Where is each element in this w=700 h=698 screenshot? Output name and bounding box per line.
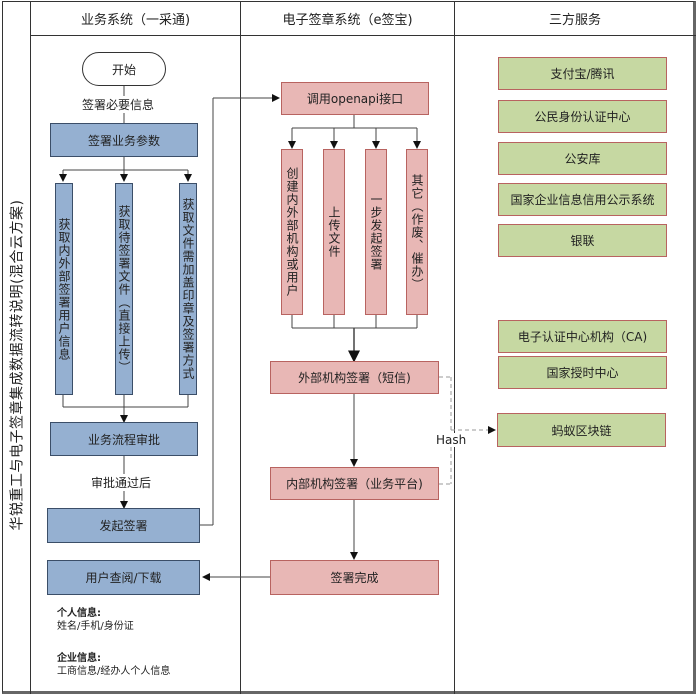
start-label: 签署必要信息 (82, 96, 155, 113)
lane-divider-2 (454, 1, 455, 694)
other-actions-box: 其它（作废、催办） (406, 149, 428, 315)
internal-sign-box: 内部机构签署（业务平台) (270, 467, 439, 500)
personal-info-note: 个人信息: 姓名/手机/身份证 (57, 607, 134, 633)
start-node: 开始 (82, 52, 166, 86)
openapi-box: 调用openapi接口 (281, 82, 429, 115)
service-time-center: 国家授时中心 (498, 356, 667, 389)
lane-header-business: 业务系统（一采通) (80, 13, 191, 28)
title-divider (30, 1, 31, 694)
personal-info-title: 个人信息: (57, 608, 101, 619)
fetch-user-info-box: 获取内外部签署用户信息 (55, 183, 73, 395)
service-ca: 电子认证中心机构（CA) (498, 320, 667, 353)
enterprise-info-title: 企业信息: (57, 653, 101, 664)
enterprise-info-text: 工商信息/经办人个人信息 (57, 666, 171, 677)
service-unionpay: 银联 (498, 224, 667, 257)
service-ant-blockchain: 蚂蚁区块链 (497, 413, 666, 447)
fetch-document-box: 获取待签署文件（直接上传） (115, 183, 133, 395)
hash-label: Hash (436, 433, 467, 447)
approval-label: 审批通过后 (91, 474, 152, 491)
personal-info-text: 姓名/手机/身份证 (57, 621, 134, 632)
approval-box: 业务流程审批 (50, 422, 198, 456)
signing-params-box: 签署业务参数 (50, 123, 198, 157)
lane-divider-1 (240, 1, 241, 694)
lane-header-third-party: 三方服务 (548, 13, 601, 28)
lane-header-esign: 电子签章系统（e签宝) (282, 13, 413, 28)
fetch-seal-method-box: 获取文件需加盖印章及签署方式 (179, 183, 197, 395)
service-identity-center: 公民身份认证中心 (498, 100, 667, 133)
external-sign-box: 外部机构签署（短信) (270, 361, 439, 394)
service-enterprise-credit: 国家企业信息信用公示系统 (498, 183, 667, 216)
one-step-sign-box: 一步发起签署 (365, 149, 387, 315)
header-divider (30, 35, 696, 36)
upload-file-box: 上传文件 (323, 149, 345, 315)
sign-complete-box: 签署完成 (270, 560, 439, 595)
enterprise-info-note: 企业信息: 工商信息/经办人个人信息 (57, 652, 170, 678)
service-police-db: 公安库 (498, 142, 667, 175)
view-download-box: 用户查阅/下载 (47, 560, 200, 595)
create-user-box: 创建内外部机构或用户 (281, 149, 303, 315)
service-alipay-tencent: 支付宝/腾讯 (498, 57, 667, 90)
initiate-signing-box: 发起签署 (47, 508, 200, 543)
